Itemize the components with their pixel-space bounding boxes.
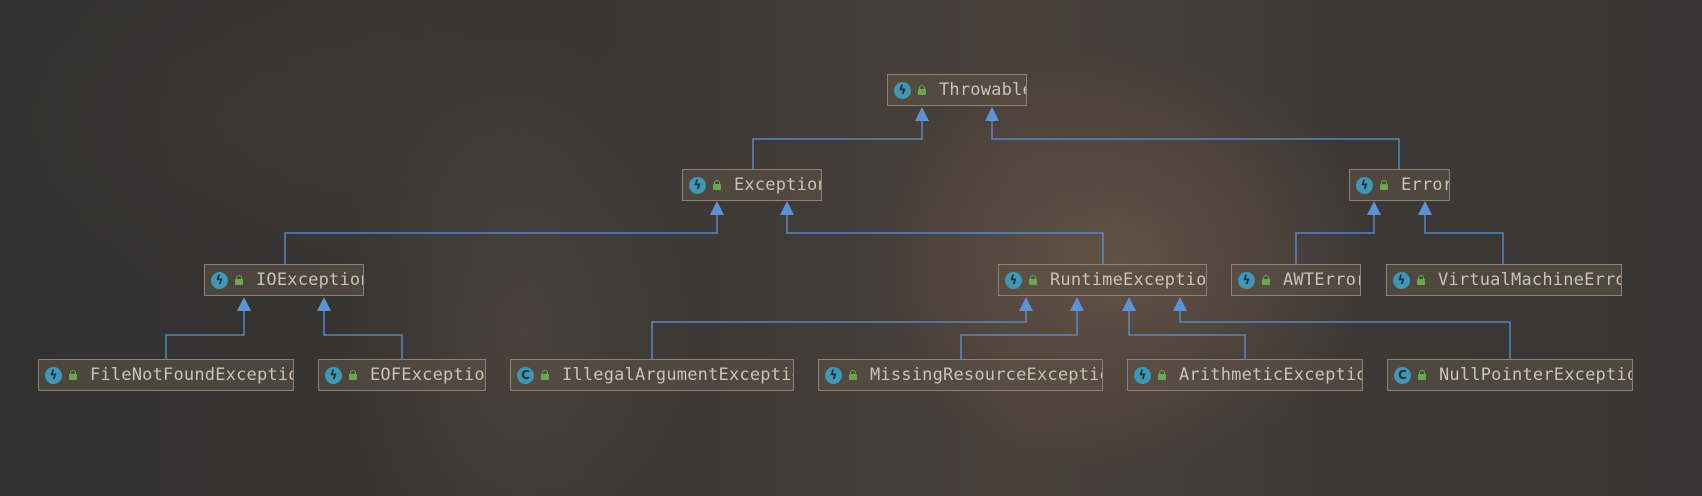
arrowhead [1418,201,1432,215]
edge-missingresource-runtime [960,310,1078,359]
node-label: EOFExceptior [370,365,486,385]
edge-awterror-error [1295,214,1375,264]
class-icon: C [517,366,534,384]
public-visibility-icon [712,180,722,190]
edge-nullpointer-runtime [1179,310,1511,359]
edge-eof-ioexception [323,310,403,359]
public-visibility-icon [848,370,858,380]
node-illegalargumentexception[interactable]: C IllegalArgumentExceptior [510,359,794,391]
arrowhead [1070,297,1084,311]
public-visibility-icon [1157,370,1167,380]
node-nullpointerexception[interactable]: C NullPointerExceptior [1387,359,1633,391]
node-label: ArithmeticExceptior [1179,365,1363,385]
arrowhead [237,297,251,311]
node-label: IllegalArgumentExceptior [562,365,794,385]
node-label: MissingResourceExceptior [870,365,1103,385]
edge-filenotfound-ioexception [165,310,245,359]
public-visibility-icon [1379,180,1389,190]
node-throwable[interactable]: ϟ Throwable [887,74,1027,106]
arrowhead [317,297,331,311]
node-label: FileNotFoundExceptior [90,365,294,385]
edge-error-throwable [991,120,1400,169]
exception-class-icon: ϟ [1238,271,1255,289]
exception-class-icon: ϟ [45,366,62,384]
exception-class-icon: ϟ [325,366,342,384]
public-visibility-icon [68,370,78,380]
abstract-exception-class-icon: ϟ [1393,271,1410,289]
public-visibility-icon [917,85,927,95]
edge-runtimeexception-exception [786,214,1104,264]
arrowhead [1019,297,1033,311]
public-visibility-icon [234,275,244,285]
node-error[interactable]: ϟ Error [1349,169,1450,201]
arrowhead [915,107,929,121]
node-missingresourceexception[interactable]: ϟ MissingResourceExceptior [818,359,1103,391]
arrowhead [985,107,999,121]
edge-ioexception-exception [284,214,718,264]
arrowhead [780,201,794,215]
exception-class-icon: ϟ [825,366,842,384]
node-virtualmachineerror[interactable]: ϟ VirtualMachineError [1386,264,1622,296]
arrowhead [710,201,724,215]
public-visibility-icon [540,370,550,380]
node-label: Exception [734,175,822,195]
node-label: AWTError [1283,270,1361,290]
node-eofexception[interactable]: ϟ EOFExceptior [318,359,486,391]
public-visibility-icon [1261,275,1271,285]
edge-exception-throwable [752,120,923,169]
node-exception[interactable]: ϟ Exception [682,169,822,201]
node-runtimeexception[interactable]: ϟ RuntimeExceptior [998,264,1207,296]
node-arithmeticexception[interactable]: ϟ ArithmeticExceptior [1127,359,1363,391]
public-visibility-icon [1028,275,1038,285]
edge-illegalargument-runtime [651,310,1027,359]
public-visibility-icon [1416,275,1426,285]
node-label: Throwable [939,80,1027,100]
exception-class-icon: ϟ [689,176,706,194]
edge-arithmetic-runtime [1128,310,1246,359]
node-awterror[interactable]: ϟ AWTError [1231,264,1361,296]
exception-class-icon: ϟ [1005,271,1022,289]
class-icon: C [1394,366,1411,384]
public-visibility-icon [1417,370,1427,380]
node-label: IOException [256,270,364,290]
edge-lines [165,120,1511,359]
node-label: VirtualMachineError [1438,270,1622,290]
node-ioexception[interactable]: ϟ IOException [204,264,364,296]
node-label: NullPointerExceptior [1439,365,1633,385]
exception-class-icon: ϟ [211,271,228,289]
node-label: Error [1401,175,1450,195]
public-visibility-icon [348,370,358,380]
edge-arrowheads [237,107,1432,311]
node-filenotfoundexception[interactable]: ϟ FileNotFoundExceptior [38,359,294,391]
node-label: RuntimeExceptior [1050,270,1207,290]
arrowhead [1173,297,1187,311]
arrowhead [1122,297,1136,311]
edge-vmerror-error [1424,214,1504,264]
exception-class-icon: ϟ [894,81,911,99]
arrowhead [1367,201,1381,215]
exception-class-icon: ϟ [1356,176,1373,194]
exception-class-icon: ϟ [1134,366,1151,384]
